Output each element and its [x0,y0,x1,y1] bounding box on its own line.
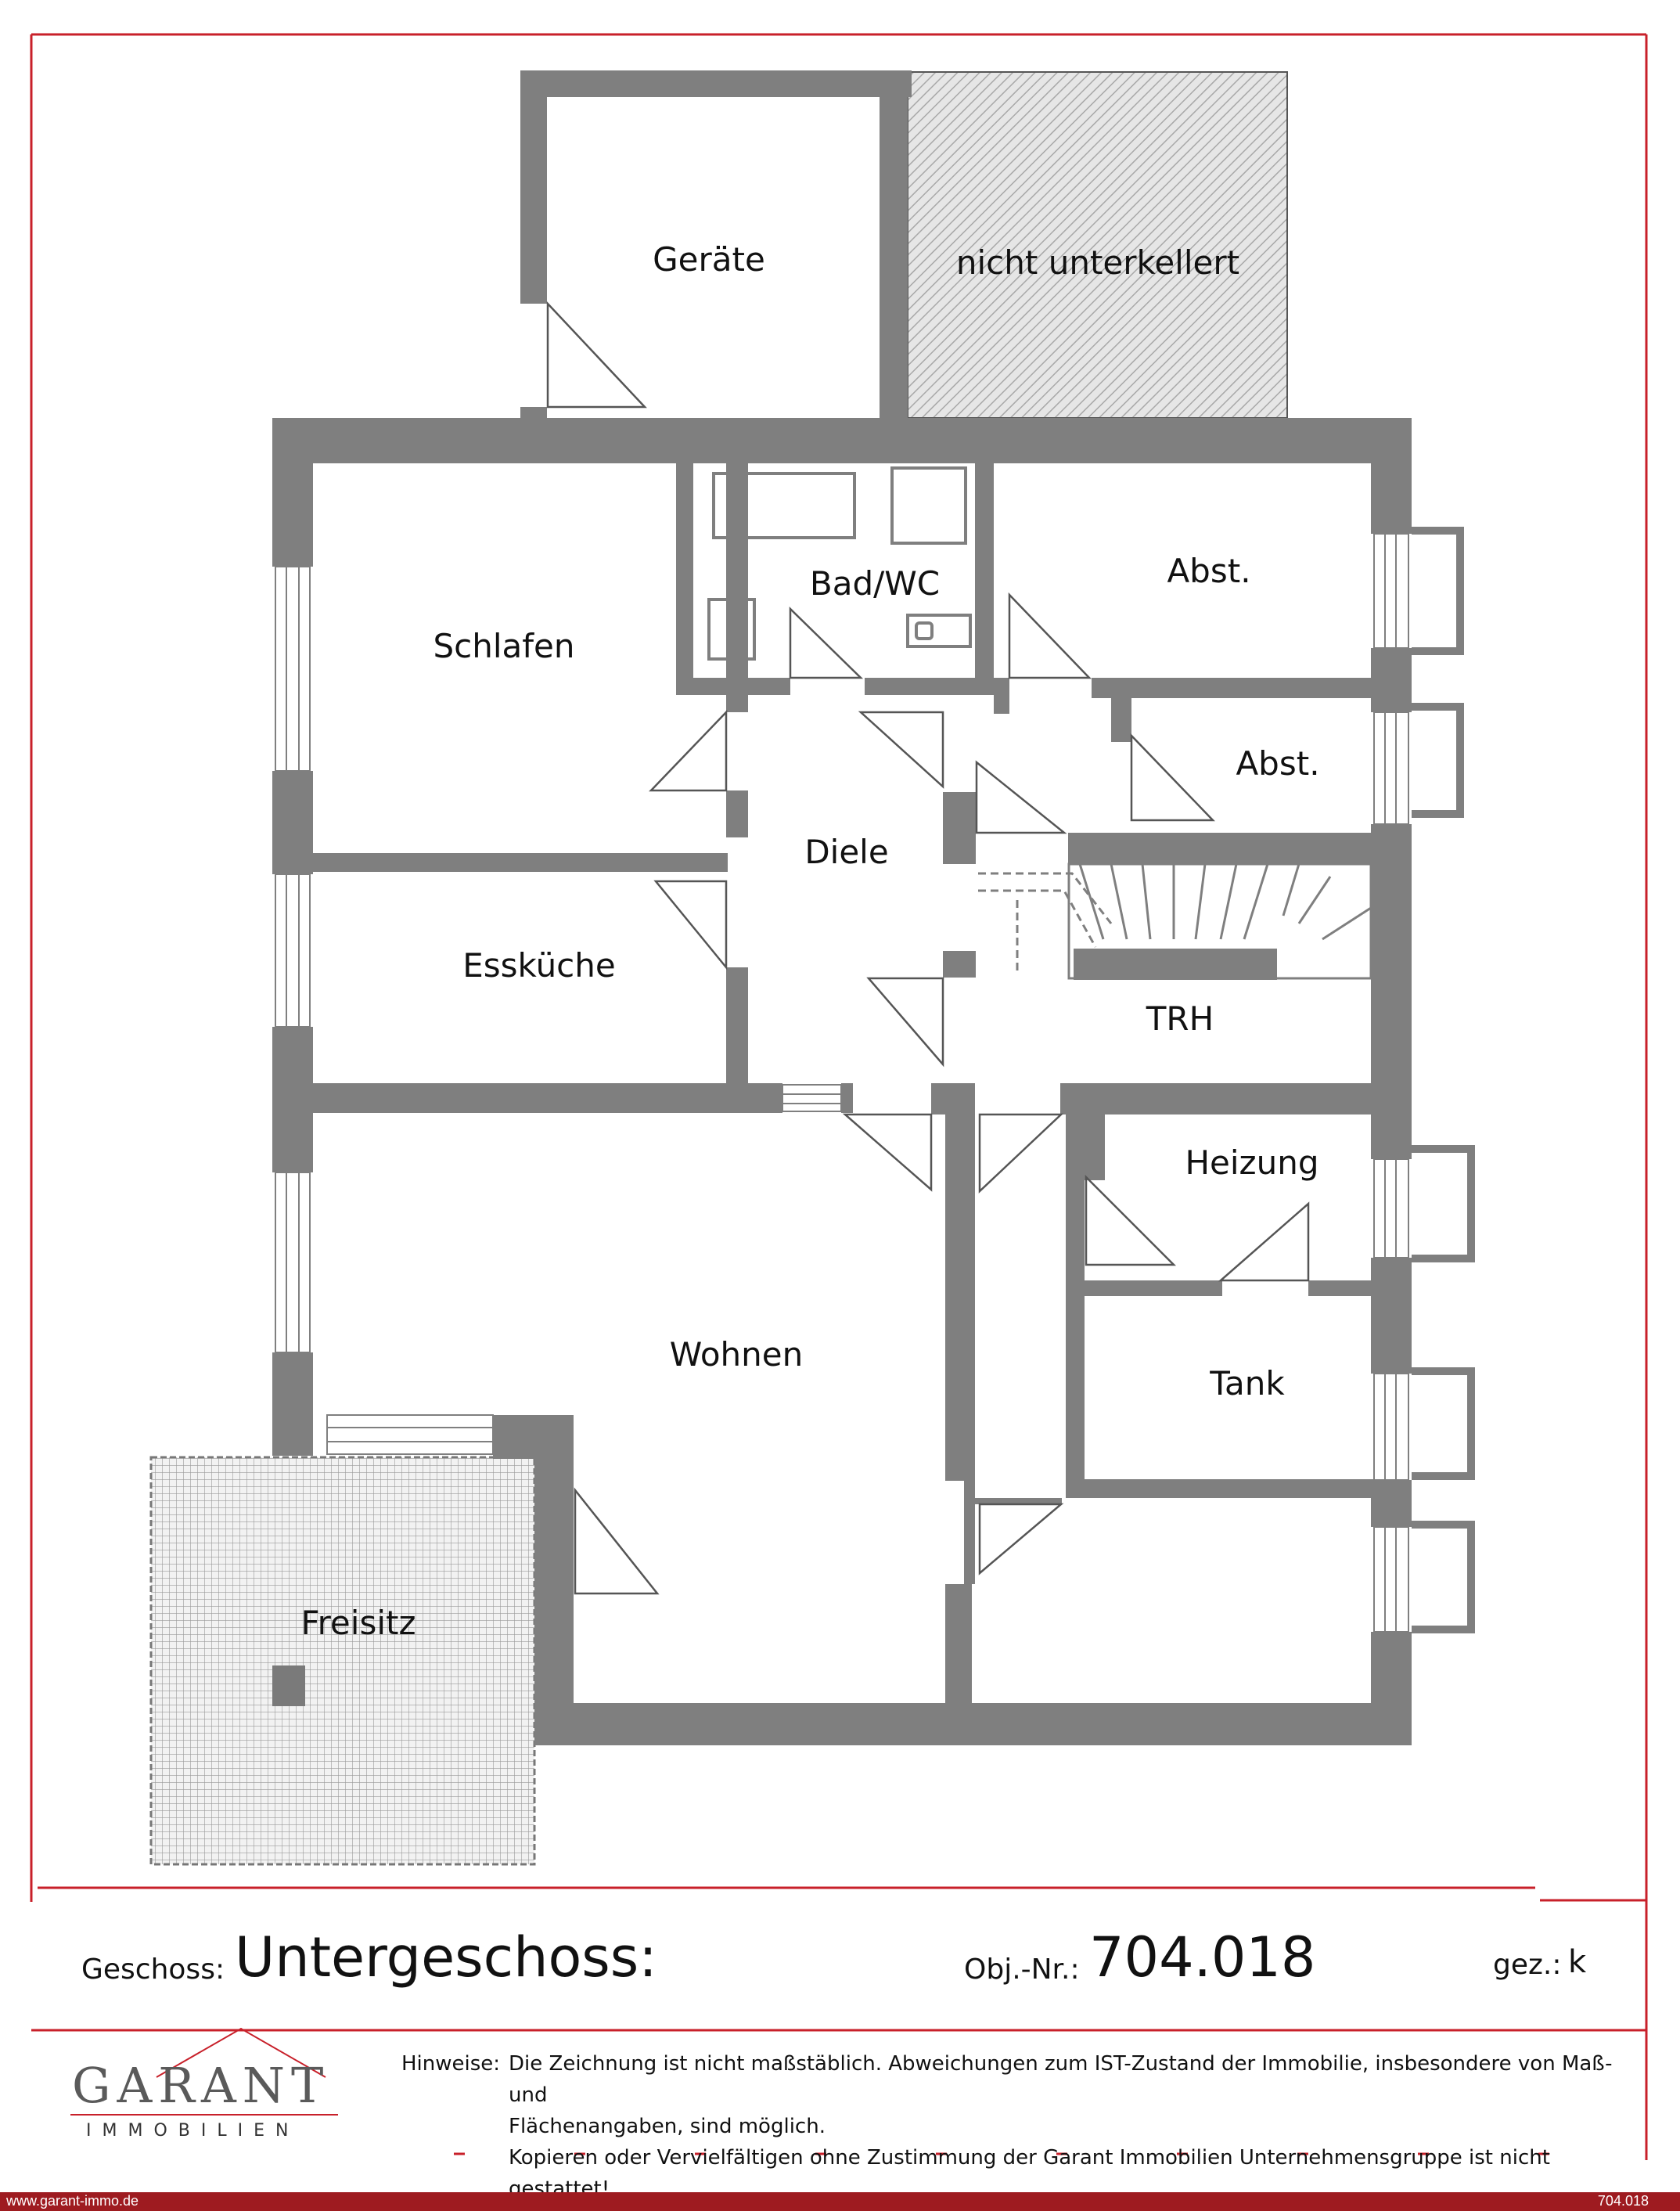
geschoss-label: Geschoss: [81,1954,225,1986]
obj-nr-value: 704.018 [1089,1925,1316,1990]
room-heizung: Heizung [1185,1143,1318,1182]
windows [275,533,1409,1633]
room-diele: Diele [804,833,888,871]
terrace-freisitz [149,1456,536,1866]
logo-immobilien: IMMOBILIEN [86,2121,300,2141]
footer-ref: 704.018 [1597,2193,1649,2209]
gez-value: k [1568,1944,1587,1980]
page-frame [30,33,1648,2160]
notes-line-3: Kopieren oder Vervielfältigen ohne Zusti… [509,2146,1550,2201]
notes-line-2: Flächenangaben, sind möglich. [509,2115,826,2138]
gez-label: gez.: [1493,1949,1562,1981]
staircase [978,862,1372,980]
light-wells [1412,527,1475,1633]
notes-label: Hinweise: [401,2052,501,2076]
bath-fixtures [707,466,972,661]
logo-roof-icon [156,2027,326,2078]
room-nicht-unterkellert: nicht unterkellert [956,243,1239,282]
room-esskueche: Essküche [462,946,616,985]
notes: Hinweise: Die Zeichnung ist nicht maßstä… [401,2048,1646,2205]
room-geraete: Geräte [653,240,765,279]
room-abst-1: Abst. [1167,552,1250,590]
title-block: Geschoss: Untergeschoss: Obj.-Nr.: 704.0… [0,1918,1680,2004]
doors [546,301,1310,1595]
room-abst-2: Abst. [1236,744,1319,783]
room-schlafen: Schlafen [433,627,574,665]
notes-line-1: Die Zeichnung ist nicht maßstäblich. Abw… [509,2052,1613,2107]
room-trh: TRH [1146,999,1214,1038]
room-tank: Tank [1209,1364,1285,1403]
room-bad-wc: Bad/WC [810,564,940,603]
geschoss-value: Untergeschoss: [235,1925,657,1990]
logo-garant: GARANT [72,2057,330,2114]
unexcavated-area [907,71,1288,419]
obj-nr-label: Obj.-Nr.: [964,1954,1080,1986]
terrace-column [272,1665,305,1706]
walls [272,70,1412,1745]
footer-url[interactable]: www.garant-immo.de [6,2193,139,2209]
room-freisitz: Freisitz [300,1604,416,1642]
footer-bar: www.garant-immo.de 704.018 [0,2192,1680,2211]
room-wohnen: Wohnen [670,1335,803,1374]
